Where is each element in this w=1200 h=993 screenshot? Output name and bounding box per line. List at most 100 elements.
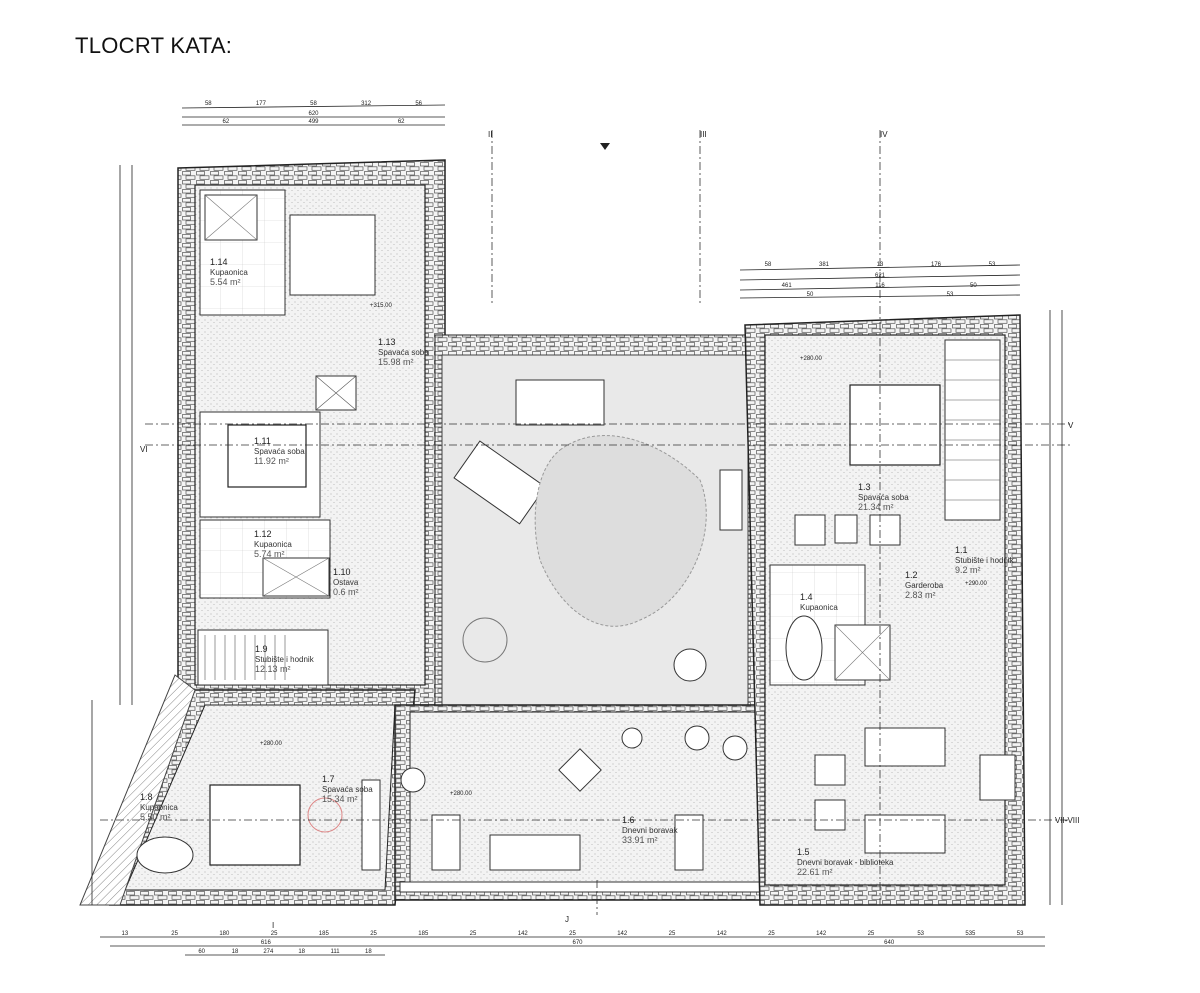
room-number: 1.13 (378, 337, 396, 347)
level-mark: +280.00 (800, 356, 823, 362)
right-wing (744, 314, 1026, 906)
room-name: Garderoba (905, 581, 944, 590)
courtyard (434, 334, 756, 706)
dimension-label: 616 (261, 940, 272, 946)
room-number: 1.2 (905, 570, 918, 580)
level-marks: +315.00 +280.00 +280.00 +290.00 +280.00 (260, 303, 988, 797)
section-marker-I: I (272, 921, 274, 930)
dimension-label: 180 (219, 931, 230, 937)
section-marker-J: J (565, 915, 569, 924)
dimension-label: 56 (415, 101, 422, 107)
room-name: Spavaća soba (858, 493, 909, 502)
dimension-label: 381 (819, 262, 830, 268)
section-markers: II III IV V VI VII-VIII I J (140, 130, 1079, 930)
room-name: Kupaonica (254, 540, 292, 549)
dimension-lines (91, 104, 1063, 956)
level-mark: +315.00 (370, 303, 393, 309)
room-number: 1.8 (140, 792, 153, 802)
room-area: 5.50 m² (140, 812, 171, 822)
page-title: TLOCRT KATA: (75, 33, 233, 58)
room-number: 1.1 (955, 545, 968, 555)
dimension-label: 620 (308, 111, 319, 117)
room-number: 1.9 (255, 644, 268, 654)
dimension-label: 18 (365, 949, 372, 955)
dimension-label: 640 (884, 940, 895, 946)
dimension-label: 177 (256, 101, 267, 107)
room-number: 1.5 (797, 847, 810, 857)
room-area: 33.91 m² (622, 835, 658, 845)
room-number: 1.4 (800, 592, 813, 602)
dimension-label: 185 (319, 931, 330, 937)
section-marker-III: III (700, 130, 707, 139)
dimension-label: 25 (470, 931, 477, 937)
room-name: Kupaonica (800, 603, 838, 612)
dimension-label: 53 (947, 292, 954, 298)
room-number: 1.7 (322, 774, 335, 784)
dimension-label: 53 (917, 931, 924, 937)
dimension-label: 53 (989, 262, 996, 268)
room-number: 1.12 (254, 529, 272, 539)
dimension-label: 62 (222, 119, 229, 125)
room-area: 5.74 m² (254, 549, 285, 559)
dimension-label: 58 (310, 101, 317, 107)
north-arrow-icon (600, 143, 610, 150)
dimension-label: 111 (330, 949, 340, 955)
dimension-label: 58 (765, 262, 772, 268)
room-name: Dnevni boravak (622, 826, 679, 835)
room-area: 22.61 m² (797, 867, 833, 877)
room-number: 1.14 (210, 257, 228, 267)
lower-left-wing (79, 674, 416, 906)
room-area: 15.98 m² (378, 357, 414, 367)
room-area: 0.6 m² (333, 587, 359, 597)
section-marker-VII-VIII: VII-VIII (1055, 816, 1079, 825)
dimension-label: 621 (875, 273, 886, 279)
room-name: Kupaonica (140, 803, 178, 812)
room-name: Ostava (333, 578, 359, 587)
section-marker-II: II (488, 130, 492, 139)
dimension-label: 53 (1017, 931, 1024, 937)
dimension-label: 142 (717, 931, 728, 937)
dimension-label: 25 (669, 931, 676, 937)
level-mark: +290.00 (965, 581, 988, 587)
level-mark: +280.00 (260, 741, 283, 747)
room-number: 1.10 (333, 567, 351, 577)
section-marker-IV: IV (880, 130, 888, 139)
room-number: 1.11 (254, 436, 271, 446)
room-area: 9.2 m² (955, 565, 981, 575)
dimension-label: 58 (205, 101, 212, 107)
dimension-label: 25 (768, 931, 775, 937)
room-number: 1.3 (858, 482, 871, 492)
room-area: 11.92 m² (254, 456, 289, 466)
room-area: 12.13 m² (255, 664, 291, 674)
room-name: Stubište i hodnik (255, 655, 315, 664)
dimension-label: 142 (518, 931, 529, 937)
dimension-label: 25 (271, 931, 278, 937)
room-name: Spavaća soba (322, 785, 373, 794)
dimension-label: 185 (418, 931, 429, 937)
dimension-label: 25 (569, 931, 576, 937)
dimension-label: 60 (198, 949, 205, 955)
room-area: 5.54 m² (210, 277, 241, 287)
room-name: Dnevni boravak - biblioteka (797, 858, 894, 867)
dimension-label: 25 (171, 931, 178, 937)
dimension-label: 142 (816, 931, 827, 937)
dimension-label: 142 (617, 931, 628, 937)
level-mark: +280.00 (450, 791, 473, 797)
dimension-label: 535 (965, 931, 976, 937)
room-area: 21.34 m² (858, 502, 894, 512)
section-marker-V: V (1068, 421, 1074, 430)
